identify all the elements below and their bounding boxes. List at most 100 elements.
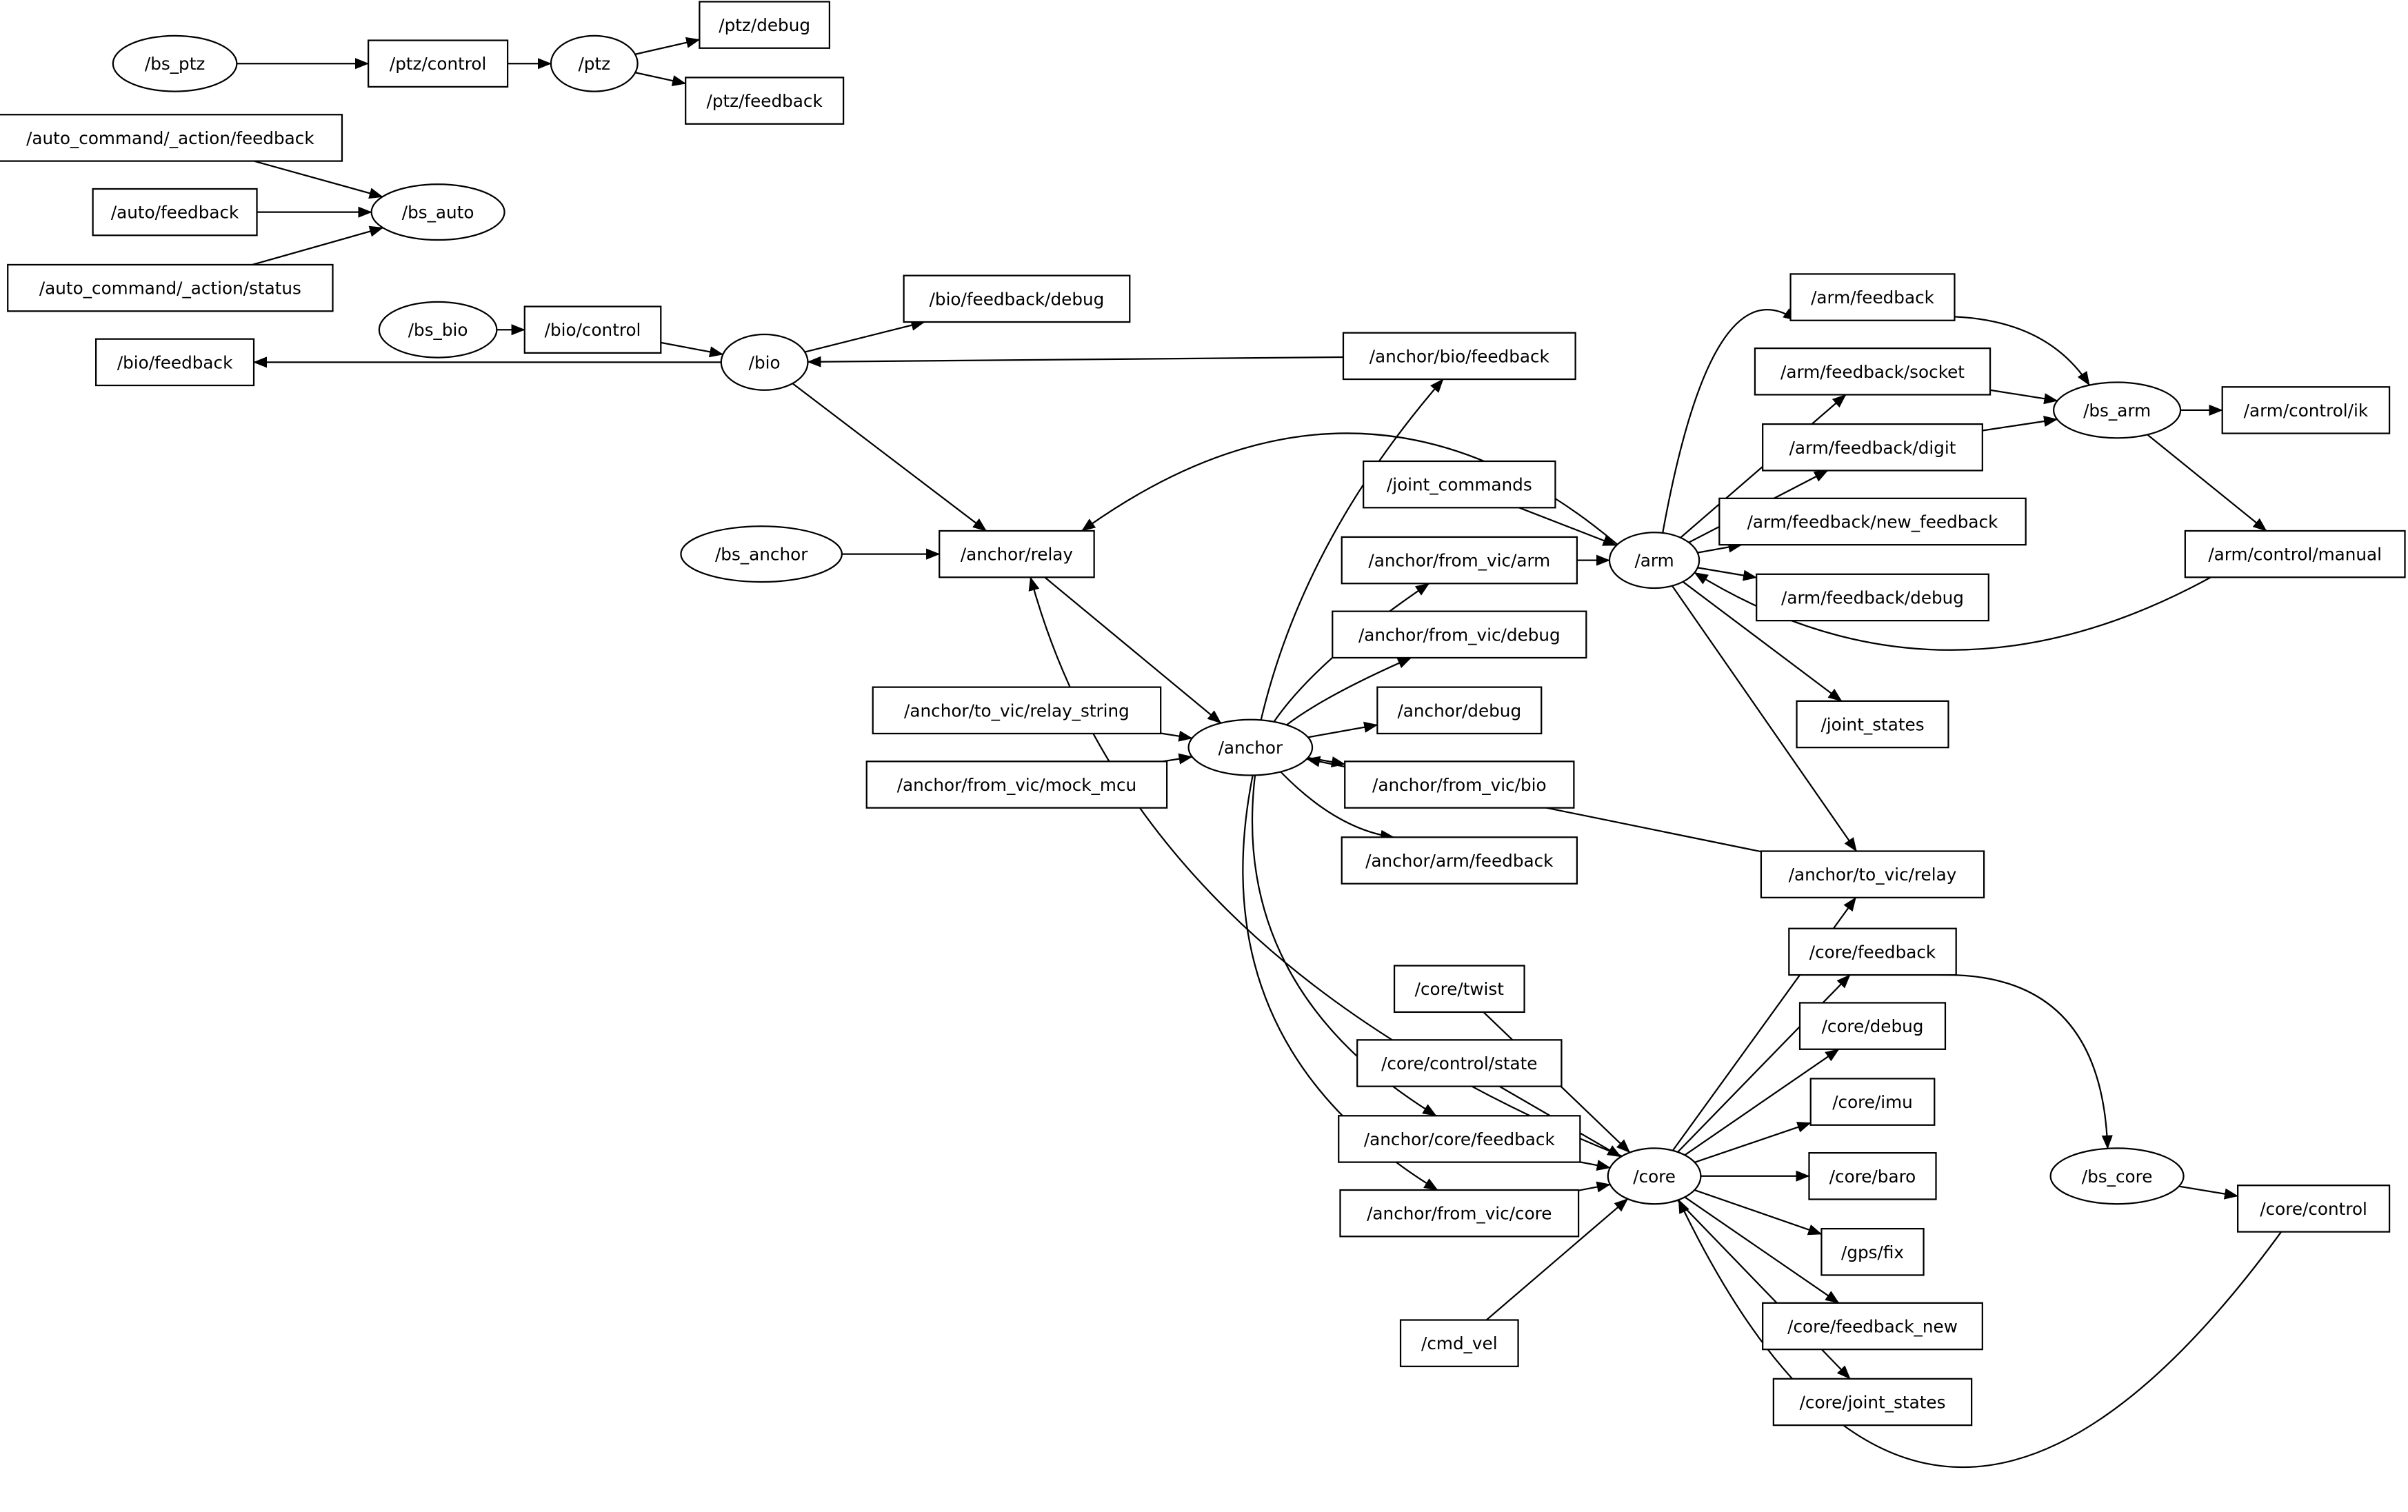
graph-topic-anchor_to_vic_relay_string: /anchor/to_vic/relay_string xyxy=(872,686,1162,735)
shape-label: /arm/feedback xyxy=(1811,288,1935,308)
node-ellipse xyxy=(2052,381,2182,439)
graph-node-bio: /bio xyxy=(720,333,809,391)
edge-anchor_bio_feedback-to-bio xyxy=(807,356,1343,367)
graph-node-anchor: /anchor xyxy=(1187,718,1314,776)
edge-arm_feedback-to-bs_arm xyxy=(1954,316,2090,386)
edge-anchor_to_vic_relay_string-to-anchor xyxy=(1160,730,1193,742)
edge-bio-to-bio_feedback_debug xyxy=(804,319,925,353)
topic-rect xyxy=(872,686,1162,735)
node-ellipse xyxy=(550,34,639,92)
topic-rect xyxy=(1798,1002,1947,1050)
topic-rect xyxy=(1339,1189,1580,1238)
edge-bio-to-anchor_relay xyxy=(792,383,987,532)
topic-rect xyxy=(92,188,258,236)
shape-label: /arm/feedback/new_feedback xyxy=(1747,512,1999,532)
shape-label: /bs_arm xyxy=(2083,401,2151,421)
graph-topic-anchor_from_vic_debug: /anchor/from_vic/debug xyxy=(1332,610,1587,659)
graph-topic-anchor_to_vic_relay: /anchor/to_vic/relay xyxy=(1760,850,1985,898)
edge-bio_control-to-bio xyxy=(661,341,724,358)
topic-rect xyxy=(1363,460,1556,509)
shape-label: /core/control/state xyxy=(1381,1054,1537,1073)
shape-label: /core/joint_states xyxy=(1800,1392,1946,1412)
graph-topic-bio_control: /bio/control xyxy=(523,305,662,354)
shape-label: /core/feedback_new xyxy=(1787,1316,1958,1336)
shape-label: /anchor/from_vic/bio xyxy=(1372,775,1547,795)
shape-label: /bio xyxy=(749,352,781,372)
edge-core_control-to-core xyxy=(1678,1199,2282,1468)
graph-topic-bio_feedback_debug: /bio/feedback/debug xyxy=(903,274,1131,323)
node-ellipse xyxy=(112,34,238,92)
topic-rect xyxy=(0,114,343,162)
topic-rect xyxy=(1399,1319,1519,1367)
shape-label: /auto_command/_action/status xyxy=(39,279,301,299)
topic-rect xyxy=(1762,1302,1983,1351)
node-ellipse xyxy=(1187,718,1314,776)
shape-label: /arm/feedback/socket xyxy=(1780,362,1965,382)
graph-node-bs_core: /bs_core xyxy=(2049,1147,2185,1205)
graph-topic-anchor_from_vic_bio: /anchor/from_vic/bio xyxy=(1344,760,1575,809)
topic-rect xyxy=(699,1,831,49)
graph-node-bs_auto: /bs_auto xyxy=(370,183,505,241)
shape-label: /ptz/control xyxy=(390,54,486,74)
shape-label: /anchor/debug xyxy=(1397,700,1521,720)
node-ellipse xyxy=(2049,1147,2185,1205)
topic-rect xyxy=(1718,497,2027,546)
shape-label: /bs_anchor xyxy=(715,545,808,565)
graph-topic-anchor_relay: /anchor/relay xyxy=(939,530,1095,578)
graph-node-ptz: /ptz xyxy=(550,34,639,92)
shape-label: /joint_commands xyxy=(1387,475,1532,495)
graph-topic-core_twist: /core/twist xyxy=(1393,965,1525,1014)
graph-node-bs_arm: /bs_arm xyxy=(2052,381,2182,439)
topic-rect xyxy=(368,39,509,88)
edge-anchor-to-anchor_bio_feedback xyxy=(1260,379,1444,720)
graph-topic-arm_control_ik: /arm/control/ik xyxy=(2221,386,2391,434)
shape-label: /core/baro xyxy=(1829,1167,1916,1187)
shape-label: /arm xyxy=(1634,551,1674,571)
shape-label: /arm/control/manual xyxy=(2208,545,2382,565)
edge-anchor_relay-to-anchor xyxy=(1044,576,1222,724)
topic-rect xyxy=(1762,423,1983,472)
shape-label: /arm/feedback/debug xyxy=(1781,587,1964,607)
graph-topic-gps_fix: /gps/fix xyxy=(1820,1227,1925,1276)
node-ellipse xyxy=(1608,532,1700,589)
edge-arm-to-arm_feedback_debug xyxy=(1697,567,1758,581)
shape-label: /ptz xyxy=(578,54,610,74)
topic-rect xyxy=(523,305,662,354)
topic-rect xyxy=(1760,850,1985,898)
shape-label: /bio/control xyxy=(545,320,641,340)
topic-rect xyxy=(1342,332,1576,381)
topic-rect xyxy=(685,77,845,125)
edge-auto_action_feedback-to-bs_auto xyxy=(253,160,383,199)
graph-topic-arm_feedback_socket: /arm/feedback/socket xyxy=(1754,347,1991,396)
topic-rect xyxy=(1341,536,1578,585)
graph-topic-core_debug: /core/debug xyxy=(1798,1002,1947,1050)
edge-arm_feedback_digit-to-bs_arm xyxy=(1982,416,2058,432)
topic-rect xyxy=(1341,836,1578,885)
edge-anchor-to-anchor_arm_feedback xyxy=(1280,771,1395,841)
graph-topic-anchor_from_vic_mock_mcu: /anchor/from_vic/mock_mcu xyxy=(865,760,1168,809)
graph-topic-joint_states: /joint_states xyxy=(1796,700,1949,749)
shape-label: /anchor/arm/feedback xyxy=(1365,851,1554,871)
topic-rect xyxy=(1356,1039,1563,1087)
shape-label: /anchor/bio/feedback xyxy=(1369,346,1550,366)
graph-topic-anchor_from_vic_arm: /anchor/from_vic/arm xyxy=(1341,536,1578,585)
edge-arm-to-arm_feedback_new xyxy=(1697,541,1743,554)
shape-label: /bio/feedback xyxy=(117,352,233,372)
graph-topic-ptz_feedback: /ptz/feedback xyxy=(685,77,845,125)
shape-label: /ptz/feedback xyxy=(707,91,823,111)
edge-joint_commands-to-arm xyxy=(1518,507,1617,547)
graph-node-bs_ptz: /bs_ptz xyxy=(112,34,238,92)
shape-label: /joint_states xyxy=(1820,714,1924,734)
topic-rect xyxy=(95,338,255,387)
topic-rect xyxy=(1344,760,1575,809)
topic-rect xyxy=(1808,1152,1937,1200)
edge-auto_action_status-to-bs_auto xyxy=(252,225,384,266)
topic-rect xyxy=(939,530,1095,578)
graph-topic-auto_action_status: /auto_command/_action/status xyxy=(7,263,334,312)
edge-core-to-core_imu xyxy=(1694,1122,1812,1163)
shape-label: /core/twist xyxy=(1415,979,1505,999)
topic-rect xyxy=(1393,965,1525,1014)
topic-rect xyxy=(1788,927,1957,976)
